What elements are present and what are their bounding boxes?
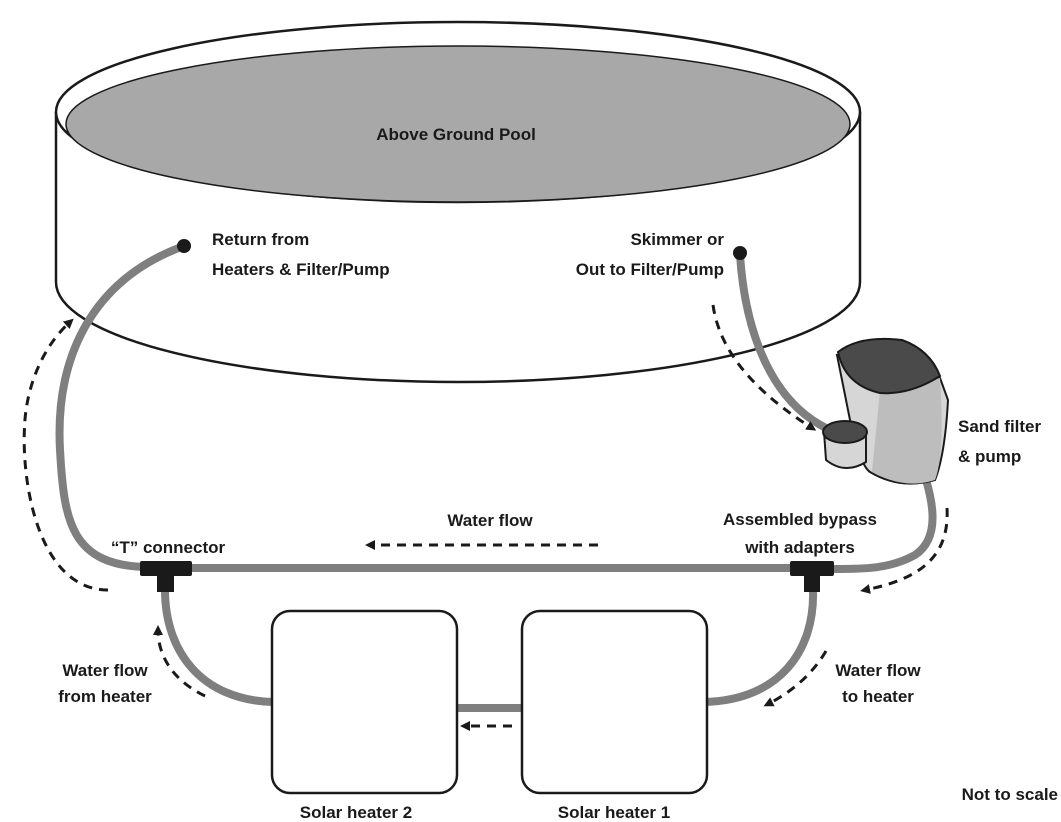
return-label-line2: Heaters & Filter/Pump (212, 260, 390, 279)
filter-lid (836, 337, 942, 395)
from-heater-label-line1: Water flow (62, 661, 148, 680)
arrow-to-heater (763, 650, 828, 707)
t-connector-label: “T” connector (111, 538, 226, 557)
filter-outlet-pipe (824, 451, 937, 574)
t-connector-left (140, 561, 192, 592)
pool: Above Ground Pool (54, 20, 862, 384)
from-heater-label-line2: from heater (58, 687, 152, 706)
sand-filter-pump (822, 337, 950, 485)
skimmer-pipe (736, 251, 830, 432)
solar-heater-1 (520, 609, 709, 795)
solar-heater-2 (270, 609, 459, 795)
pool-water (65, 45, 851, 203)
flow-arrows (22, 304, 949, 731)
skimmer-outlet-fitting (733, 246, 747, 260)
to-heater-label-line1: Water flow (835, 661, 921, 680)
solar-heater-1-label: Solar heater 1 (558, 803, 670, 822)
filter-body-shade (872, 378, 942, 484)
skimmer-label-line2: Out to Filter/Pump (576, 260, 724, 279)
return-inlet-fitting (177, 239, 191, 253)
skimmer-label-line1: Skimmer or (630, 230, 724, 249)
bypass-label-line2: with adapters (744, 538, 855, 557)
return-pipe (55, 242, 188, 571)
heater-1-inlet-pipe (701, 586, 818, 706)
heater-2-inlet-pipe (161, 586, 277, 706)
bypass-label-line1: Assembled bypass (723, 510, 877, 529)
t-connector-right (790, 561, 834, 592)
filter-label-line2: & pump (958, 447, 1021, 466)
filter-label-line1: Sand filter (958, 417, 1042, 436)
solar-heater-2-label: Solar heater 2 (300, 803, 412, 822)
to-heater-label-line2: to heater (842, 687, 914, 706)
arrow-up-to-return (22, 318, 109, 592)
pump-intake (822, 420, 868, 444)
scale-note: Not to scale (962, 785, 1058, 804)
return-label-line1: Return from (212, 230, 309, 249)
arrow-filter-to-bypass (860, 507, 949, 594)
water-flow-label: Water flow (447, 511, 533, 530)
pool-label: Above Ground Pool (376, 125, 536, 144)
arrow-into-filter (711, 304, 817, 431)
pipes (55, 242, 937, 712)
arrow-from-heater (153, 625, 206, 698)
